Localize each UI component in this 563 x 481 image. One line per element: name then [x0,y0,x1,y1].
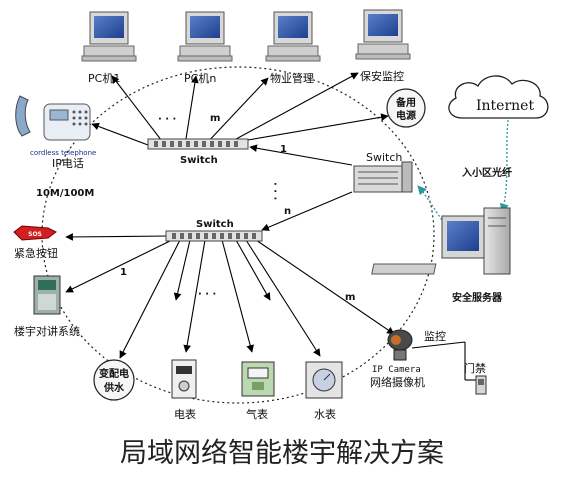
water-meter-label: 水表 [314,407,336,421]
door-access-label: 门禁 [464,361,486,375]
security-server-label: 安全服务器 [452,291,503,304]
fiber-label: 入小区光纤 [462,166,512,179]
intercom-label: 楼宇对讲系统 [14,324,80,338]
dots-top: · · · [158,114,176,125]
switch-main-label: Switch [366,151,402,164]
phone-brand: cordless telephone [30,149,96,157]
switch-lower-label: Switch [196,219,234,230]
electric-meter-icon [171,359,197,399]
svg-text:SOS: SOS [28,231,42,238]
switch-top-label: Switch [180,155,218,166]
link-label-m-top: m [210,113,220,124]
pc-1 [81,11,137,62]
emergency-button-label: 紧急按钮 [14,246,58,260]
monitor-label: 监控 [424,329,446,343]
ip-camera-icon [387,329,413,361]
property-management-pc [265,11,321,62]
internet-label: Internet [476,98,534,114]
pc-n [177,11,233,62]
power-water-supply-icon: 变配电 供水 [93,359,135,401]
dots-mid: · · · [269,182,280,200]
property-management-label: 物业管理 [270,71,314,85]
intercom-icon [33,275,61,315]
network-boundary [41,66,435,404]
svg-text:供水: 供水 [103,381,125,394]
gas-meter-icon [241,361,275,397]
switch-lower [165,230,263,242]
pc-n-label: PC机n [184,71,216,85]
backup-power-icon: 备用 电源 [386,88,426,128]
internet-cloud-icon [448,75,549,119]
security-monitor-label: 保安监控 [360,69,404,83]
switch-main [353,161,413,193]
electric-meter-label: 电表 [174,407,196,421]
ip-phone-icon [15,95,91,141]
svg-text:电源: 电源 [396,109,416,122]
emergency-button-icon: SOS [13,225,57,241]
security-server-icon [371,207,511,275]
link-label-m-low: m [345,292,355,303]
ip-phone-label: IP电话 [52,157,84,170]
switch-top [147,138,249,150]
link-label-1-top: 1 [280,144,287,155]
link-label-n-mid: n [284,206,291,217]
water-meter-icon [305,361,343,399]
pc-1-label: PC机1 [88,71,120,85]
door-access-icon [475,375,487,395]
ip-camera-label-2: 网络摄像机 [370,375,425,389]
speed-label: 10M/100M [36,188,94,199]
security-monitor-pc [355,9,411,60]
svg-text:变配电: 变配电 [99,367,129,380]
gas-meter-label: 气表 [246,407,268,421]
ip-camera-label-1: IP Camera [372,365,421,375]
dots-low: · · · [198,289,216,300]
svg-text:备用: 备用 [395,96,416,109]
connection-lines [65,72,476,381]
link-label-1-low: 1 [120,267,127,278]
diagram-title: 局域网络智能楼宇解决方案 [120,438,444,469]
fiber-link [499,119,509,213]
